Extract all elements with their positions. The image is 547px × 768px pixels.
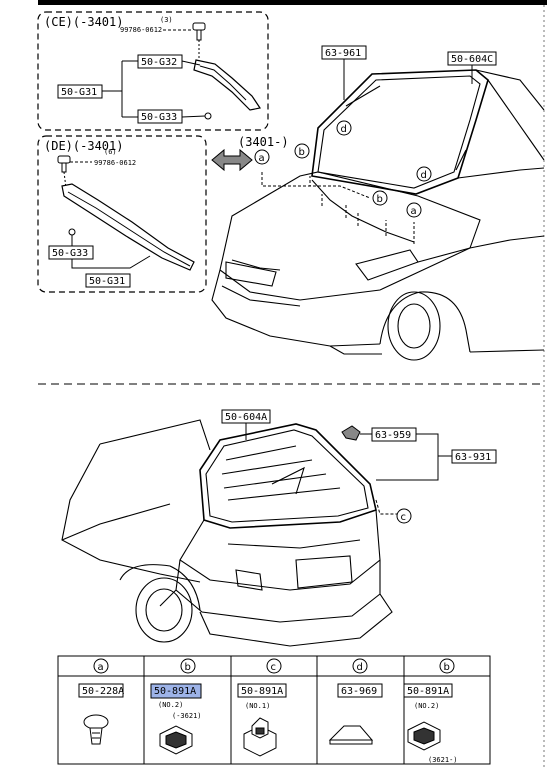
label-63-931-text: 63-931	[455, 452, 491, 463]
front-dashed-leaders	[261, 172, 415, 244]
arrow-label: (3401-)	[238, 135, 289, 149]
ce-label-g33-text: 50-G33	[141, 112, 177, 123]
de-cowl-trim-edge	[67, 191, 191, 267]
svg-text:a: a	[259, 153, 265, 164]
marker-d-2: d	[416, 166, 432, 182]
ce-bolt-icon	[192, 22, 206, 41]
marker-b-2: b	[372, 190, 388, 206]
svg-text:(-3621): (-3621)	[172, 712, 202, 720]
ce-bolt-qty: (3)	[160, 16, 173, 24]
de-bolt-qty: (6)	[104, 148, 117, 156]
ce-label-g32-text: 50-G32	[141, 57, 177, 68]
ce-box-title: (CE)(-3401)	[44, 15, 123, 29]
interchange-arrow-icon	[211, 148, 253, 172]
marker-a-2: a	[406, 202, 422, 218]
legend-col-d: d 63-969	[328, 658, 383, 745]
svg-text:c: c	[401, 512, 407, 523]
ce-bracket	[102, 60, 138, 118]
clip-no1-icon	[243, 717, 277, 757]
ce-label-g31-text: 50-G31	[61, 87, 97, 98]
label-63-961-text: 63-961	[325, 48, 361, 59]
svg-text:(NO.1): (NO.1)	[245, 702, 270, 710]
legend-table	[57, 655, 491, 765]
top-border	[38, 0, 547, 5]
legend-col-b-2: b 50-891A (NO.2) (3621-)	[403, 658, 458, 764]
svg-text:a: a	[411, 206, 417, 217]
svg-text:50-891A: 50-891A	[407, 686, 449, 697]
svg-text:d: d	[341, 124, 347, 135]
de-bolt-icon	[57, 155, 71, 173]
svg-text:(3621-): (3621-)	[428, 756, 458, 764]
ce-cowl-trim-edge	[199, 65, 247, 101]
svg-text:50-891A: 50-891A	[241, 686, 283, 697]
bracket-63-931	[376, 433, 452, 481]
svg-text:(NO.2): (NO.2)	[158, 701, 183, 709]
marker-a-top: a	[254, 149, 270, 165]
label-63-959-text: 63-959	[375, 430, 411, 441]
ce-bolt-part: 99786-0612	[120, 26, 162, 34]
rear-car-drawing	[61, 419, 393, 647]
de-detail-box	[37, 135, 207, 293]
svg-text:b: b	[299, 147, 305, 158]
de-leader-g31	[71, 255, 151, 269]
svg-text:d: d	[357, 662, 363, 673]
label-50-604c-text: 50-604C	[451, 54, 493, 65]
legend-col-b-1: b 50-891A (NO.2) (-3621)	[150, 658, 202, 755]
de-label-g31	[85, 273, 131, 288]
marker-d-1: d	[336, 120, 352, 136]
label-50-604a-text: 50-604A	[225, 412, 267, 423]
svg-text:63-969: 63-969	[341, 686, 377, 697]
legend-col-c: c 50-891A (NO.1)	[237, 658, 287, 757]
svg-text:50-891A: 50-891A	[154, 686, 196, 697]
svg-text:b: b	[444, 662, 450, 673]
de-clip-icon	[68, 228, 76, 236]
de-label-g33-text: 50-G33	[52, 248, 88, 259]
svg-text:(NO.2): (NO.2)	[414, 702, 439, 710]
rear-clip-icon	[341, 425, 361, 441]
clip-no2-new-icon	[407, 721, 441, 751]
marker-c-rear: c	[396, 508, 412, 524]
de-box-title: (DE)(-3401)	[44, 139, 123, 153]
de-bolt-part: 99786-0612	[94, 159, 136, 167]
front-car-drawing	[211, 69, 545, 361]
de-label-g31-text: 50-G31	[89, 276, 125, 287]
rear-marker-leader	[375, 499, 398, 515]
de-label-g33	[48, 245, 94, 260]
ce-leader-g33	[181, 115, 206, 118]
svg-text:c: c	[271, 662, 277, 673]
svg-text:d: d	[421, 170, 427, 181]
svg-text:b: b	[377, 194, 383, 205]
de-cowl-trim	[61, 183, 195, 271]
svg-text:b: b	[185, 662, 191, 673]
push-pin-icon	[83, 714, 109, 745]
svg-text:50-228A: 50-228A	[82, 686, 124, 697]
legend-col-a: a 50-228A	[78, 658, 124, 745]
ce-leader-g32	[181, 60, 201, 66]
clip-no2-icon	[159, 725, 193, 755]
ce-clip-icon	[204, 112, 212, 120]
marker-b-1: b	[294, 143, 310, 159]
svg-text:a: a	[98, 662, 104, 673]
spacer-block-icon	[328, 725, 374, 745]
